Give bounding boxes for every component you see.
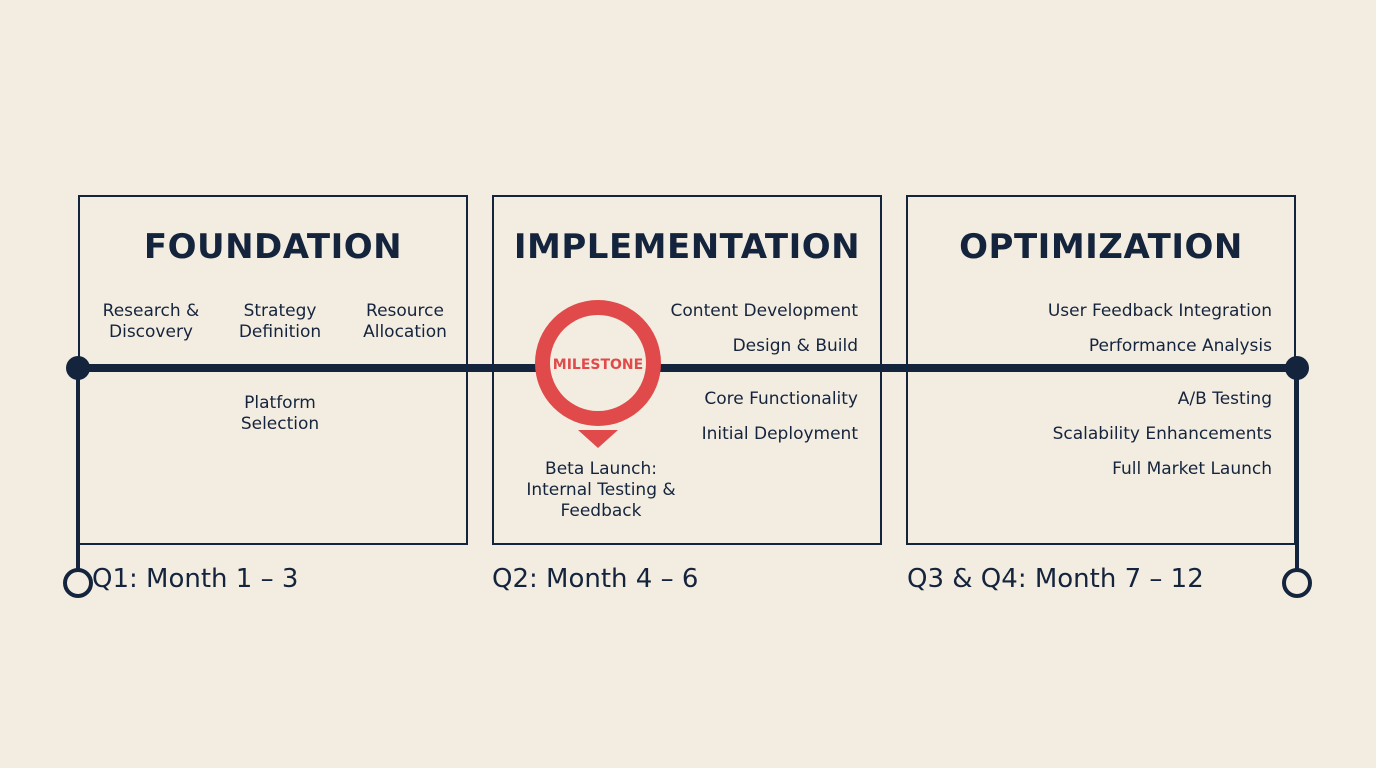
quarter-label-q3-q4: Q3 & Q4: Month 7 – 12 xyxy=(907,564,1204,594)
task-label: Strategy Definition xyxy=(238,301,322,342)
phase-title: IMPLEMENTATION xyxy=(513,227,861,267)
timeline-end-dot xyxy=(1285,356,1309,380)
phase-title: OPTIMIZATION xyxy=(959,227,1243,267)
timeline-start-dot xyxy=(66,356,90,380)
task-resource-allocation: Resource Allocation xyxy=(342,301,468,343)
task-label: Resource Allocation xyxy=(363,301,447,342)
task-scalability-enhancements: Scalability Enhancements xyxy=(1052,424,1272,444)
phase-foundation-box: FOUNDATION Research & Discovery Strategy… xyxy=(78,195,468,545)
task-design-build: Design & Build xyxy=(732,336,858,356)
task-strategy-definition: Strategy Definition xyxy=(215,301,345,343)
task-performance-analysis: Performance Analysis xyxy=(1088,336,1272,356)
task-label: Platform Selection xyxy=(240,393,320,434)
milestone-label: MILESTONE xyxy=(553,357,643,373)
task-user-feedback-integration: User Feedback Integration xyxy=(1047,301,1272,321)
map-pin-icon: MILESTONE xyxy=(535,300,661,448)
task-platform-selection: Platform Selection xyxy=(215,393,345,435)
task-content-development: Content Development xyxy=(670,301,858,321)
phase-title: FOUNDATION xyxy=(143,227,403,267)
phase-implementation-box: IMPLEMENTATION Content Development Desig… xyxy=(492,195,882,545)
task-ab-testing: A/B Testing xyxy=(1177,389,1272,409)
task-core-functionality: Core Functionality xyxy=(704,389,858,409)
timeline-end-terminal xyxy=(1282,568,1312,598)
task-label: Research & Discovery xyxy=(102,301,200,342)
task-research-discovery: Research & Discovery xyxy=(86,301,216,343)
task-initial-deployment: Initial Deployment xyxy=(701,424,858,444)
milestone-caption-text: Beta Launch: Internal Testing & Feedback xyxy=(526,459,676,521)
task-full-market-launch: Full Market Launch xyxy=(1112,459,1272,479)
quarter-label-q1: Q1: Month 1 – 3 xyxy=(92,564,299,594)
timeline-start-terminal xyxy=(63,568,93,598)
milestone-caption: Beta Launch: Internal Testing & Feedback xyxy=(508,459,694,522)
quarter-label-q2: Q2: Month 4 – 6 xyxy=(492,564,699,594)
